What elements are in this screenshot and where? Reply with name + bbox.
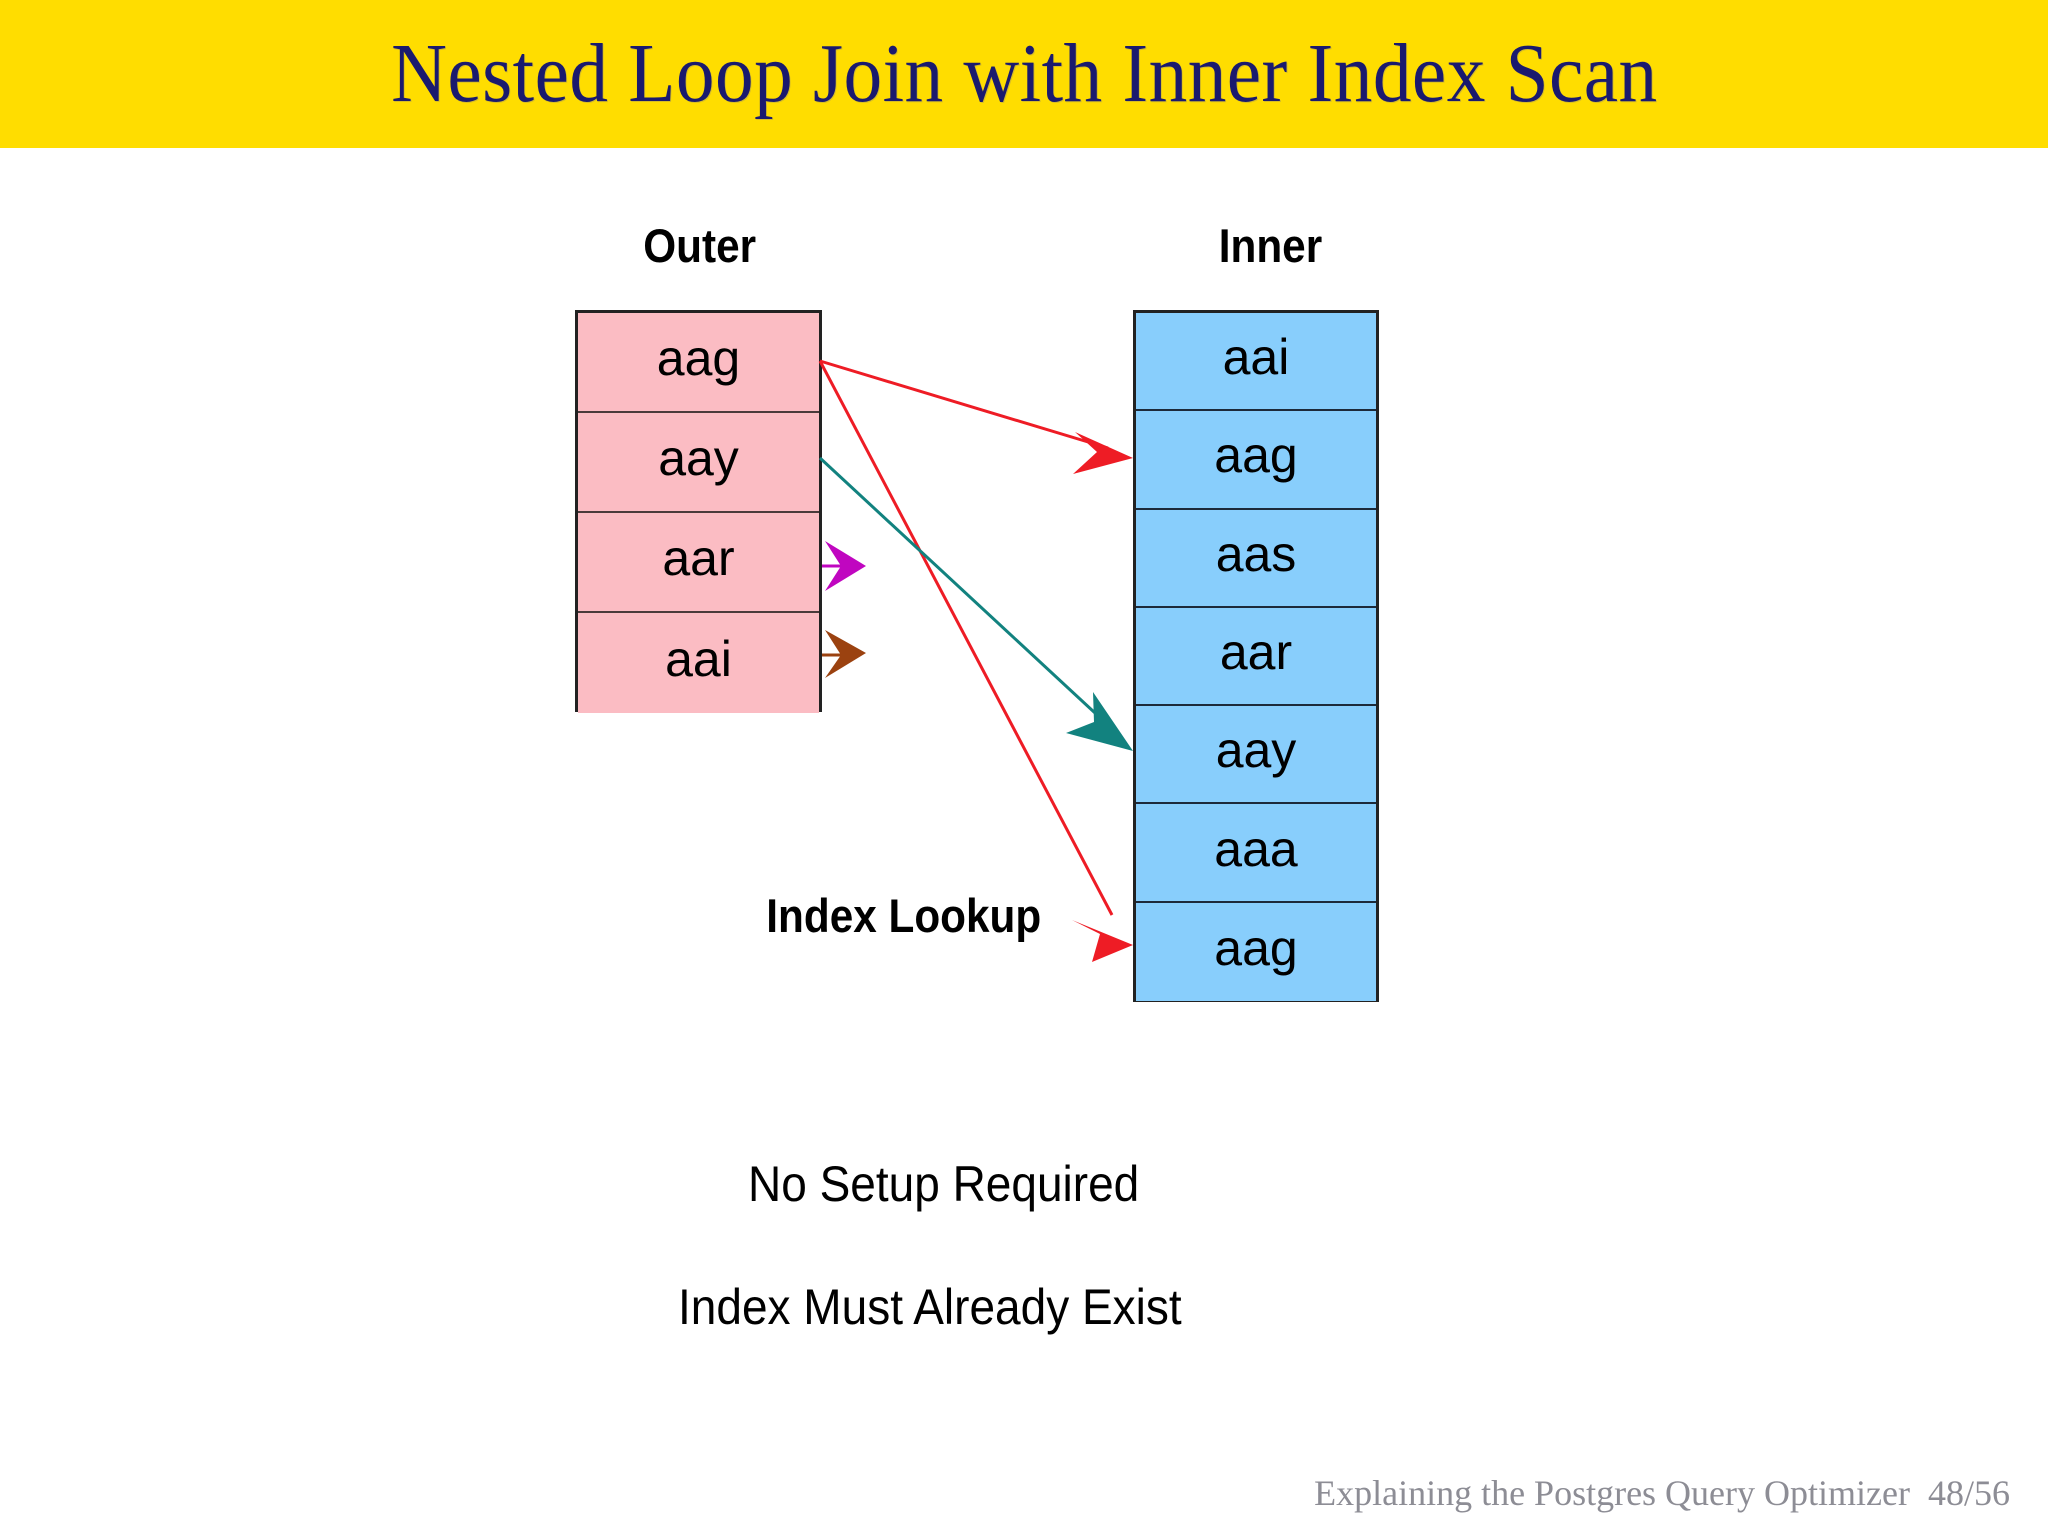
cell-value: aar [1219, 624, 1293, 681]
outer-row[interactable]: aai [578, 613, 819, 713]
arrow-aay-to-inner-aay [818, 456, 1133, 751]
footer-page-number: 48/56 [1927, 1473, 2010, 1513]
inner-row[interactable]: aag [1136, 411, 1376, 510]
inner-row[interactable]: aas [1136, 509, 1376, 608]
inner-table-heading: Inner [1218, 219, 1323, 272]
arrow-aai-stub [822, 630, 866, 678]
index-lookup-label: Index Lookup [766, 889, 1042, 942]
outer-row[interactable]: aag [578, 313, 819, 413]
cell-value: aaa [1214, 820, 1298, 877]
inner-row[interactable]: aaa [1136, 804, 1376, 903]
cell-value: aay [1215, 722, 1297, 779]
inner-row[interactable]: aai [1136, 313, 1376, 412]
inner-row[interactable]: aar [1136, 607, 1376, 707]
outer-table-heading: Outer [643, 219, 757, 272]
footer: Explaining the Postgres Query Optimizer 4… [1314, 1472, 2010, 1514]
cell-value: aag [1214, 919, 1298, 976]
arrow-aar-stub [822, 541, 866, 591]
title-banner: Nested Loop Join with Inner Index Scan [0, 0, 2048, 148]
arrow-aag-to-inner-aag-last [818, 360, 1133, 962]
inner-row[interactable]: aay [1136, 706, 1376, 805]
cell-value: aar [662, 530, 735, 586]
inner-table: aai aag aas aar aay aaa aag [1133, 310, 1379, 1002]
page-title: Nested Loop Join with Inner Index Scan [390, 27, 1658, 120]
outer-row[interactable]: aay [578, 413, 819, 513]
cell-value: aag [656, 330, 741, 386]
inner-row[interactable]: aag [1136, 902, 1376, 1002]
note-no-setup-required: No Setup Required [748, 1156, 1140, 1212]
cell-value: aay [658, 430, 739, 486]
cell-value: aai [665, 631, 732, 687]
note-index-must-exist: Index Must Already Exist [678, 1279, 1182, 1335]
cell-value: aag [1214, 427, 1298, 484]
cell-value: aai [1222, 329, 1290, 386]
arrow-aag-to-inner-aag [819, 359, 1133, 474]
outer-table: aag aay aar aai [575, 310, 822, 713]
footer-deck-title: Explaining the Postgres Query Optimizer [1314, 1473, 1910, 1513]
outer-row[interactable]: aar [578, 513, 819, 613]
cell-value: aas [1215, 525, 1297, 582]
